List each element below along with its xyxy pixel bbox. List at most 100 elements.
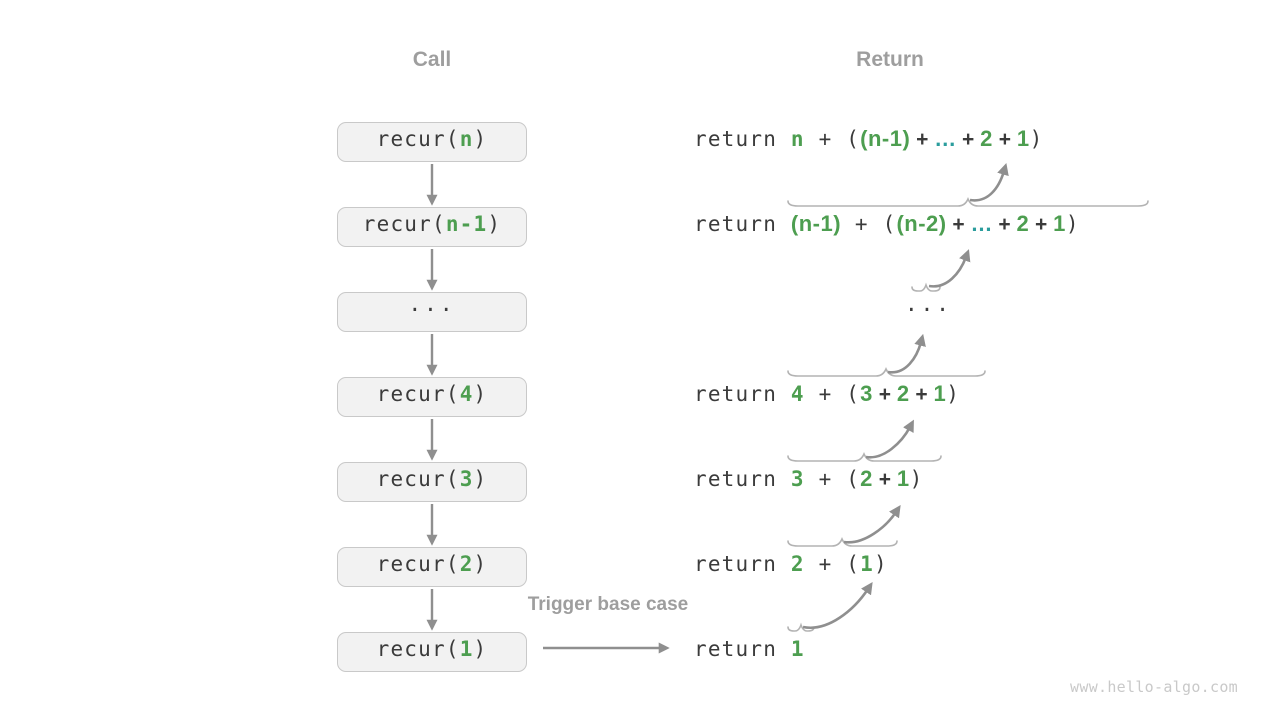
code-segment: + [946,213,971,236]
code-segment: return [694,127,791,151]
code-segment: ( [882,212,897,236]
code-segment: ( [846,127,861,151]
code-segment: recur( [376,637,460,661]
call-box-recur-1: recur(1) [337,632,527,672]
code-segment: 1 [1053,211,1066,236]
code-segment: ) [473,382,488,406]
code-segment: ) [487,212,502,236]
code-segment: + [804,382,847,406]
code-segment: 2 [980,126,993,151]
code-segment: ... [905,292,952,316]
code-segment: n [790,127,805,151]
code-segment: return [694,637,791,661]
code-segment: 1 [459,637,474,661]
code-segment: 3 [790,467,805,491]
return-expression-ellipsis: ... [905,292,952,332]
code-segment: ) [473,637,488,661]
watermark: www.hello-algo.com [1070,678,1238,696]
code-segment: return [694,212,791,236]
return-expression-n-1: return (n-1) + ((n-2) + … + 2 + 1) [694,207,1080,247]
code-segment: recur( [376,467,460,491]
code-segment: 2 [1016,211,1030,236]
code-segment: + [992,213,1017,236]
code-segment: 3 [860,381,873,406]
return-arrow-to-row-dots [887,333,926,374]
trigger-base-case-label: Trigger base case [527,594,689,615]
code-segment: (n-2) [896,211,947,236]
return-arrow-to-row-n-1 [928,249,971,288]
brace-row-dots [911,282,941,292]
return-arrow-to-row-4 [865,419,914,459]
return-expression-3: return 3 + (2 + 1) [694,462,923,502]
code-segment: 3 [459,467,474,491]
return-arrow-to-row-2 [802,582,873,630]
brace-row-4 [787,366,986,377]
code-segment: + [804,552,847,576]
call-box-recur-n: recur(n) [337,122,527,162]
code-segment: n [459,127,474,151]
call-box-recur-4: recur(4) [337,377,527,417]
code-segment: 4 [790,382,805,406]
brace-row-1 [787,622,815,632]
call-box-recur-2: recur(2) [337,547,527,587]
brace-row-2 [787,536,898,547]
code-segment: return [694,382,791,406]
return-expression-n: return n + ((n-1) + … + 2 + 1) [694,122,1043,162]
code-segment: ( [846,382,861,406]
code-segment: + [910,128,935,151]
code-segment: ( [846,467,861,491]
call-box-ellipsis: ... [337,292,527,332]
return-expression-4: return 4 + (3 + 2 + 1) [694,377,960,417]
return-arrow-to-row-3 [843,505,901,544]
code-segment: ) [946,382,961,406]
return-expression-2: return 2 + (1) [694,547,888,587]
call-box-recur-n-1: recur(n-1) [337,207,527,247]
code-segment: 2 [790,552,805,576]
code-segment: ) [1029,127,1044,151]
code-segment: … [970,211,993,236]
code-segment: 1 [860,552,874,576]
return-expression-1: return 1 [694,632,805,672]
brace-row-n-1 [787,196,1149,207]
code-segment: + [992,128,1017,151]
call-box-recur-3: recur(3) [337,462,527,502]
code-segment: ( [846,552,861,576]
return-column-header: Return [856,48,924,71]
code-segment: + [956,128,981,151]
code-segment: ) [473,127,488,151]
code-segment: 1 [933,381,947,406]
code-segment: recur( [376,552,460,576]
call-column-header: Call [412,48,452,71]
code-segment: + [872,383,897,406]
code-segment: + [909,383,934,406]
code-segment: (n-1) [860,126,911,151]
code-segment: 1 [790,637,805,661]
code-segment: return [694,467,791,491]
code-segment: ) [473,467,488,491]
code-segment: ... [408,292,456,316]
code-segment: ) [473,552,488,576]
code-segment: + [1029,213,1054,236]
return-arrow-to-row-n [969,162,1009,202]
code-segment: 1 [1016,126,1030,151]
code-segment: + [841,212,883,236]
code-segment: n-1 [445,212,488,236]
code-segment: ) [1065,212,1080,236]
code-segment: ) [873,552,888,576]
code-segment: 2 [896,381,910,406]
brace-row-3 [787,451,942,462]
code-segment: recur( [362,212,446,236]
code-segment: return [694,552,791,576]
code-segment: recur( [376,127,460,151]
code-segment: (n-1) [790,211,842,236]
code-segment: ) [909,467,924,491]
code-segment: … [934,126,957,151]
code-segment: 2 [860,466,873,491]
code-segment: 1 [896,466,910,491]
code-segment: + [872,468,897,491]
code-segment: + [804,467,847,491]
code-segment: recur( [376,382,460,406]
code-segment: 2 [459,552,474,576]
code-segment: 4 [459,382,474,406]
